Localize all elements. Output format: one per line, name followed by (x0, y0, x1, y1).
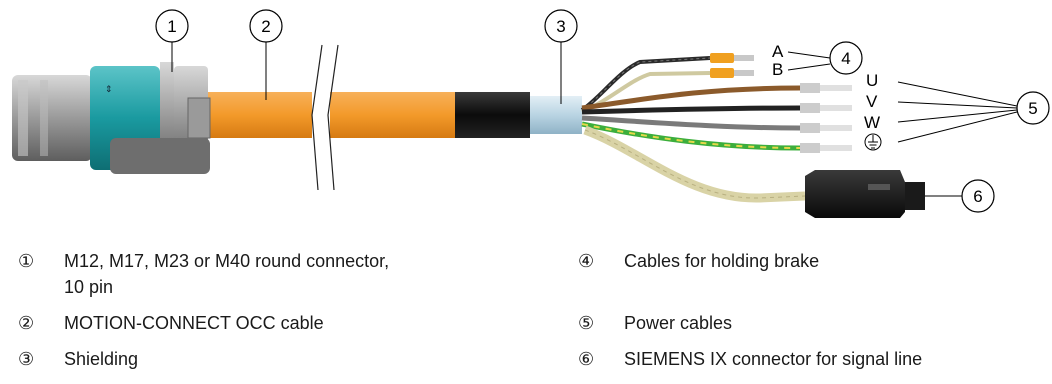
wire-label-v: V (866, 92, 878, 111)
legend-marker-5: ⑤ (578, 310, 594, 336)
shielding (455, 92, 582, 138)
legend-marker-2: ② (18, 310, 34, 336)
callout-2: 2 (250, 10, 282, 100)
legend-text-3: Shielding (64, 346, 138, 372)
legend-item-2: ② MOTION-CONNECT OCC cable (18, 310, 538, 336)
wire-label-b: B (772, 60, 783, 79)
legend-text-5: Power cables (624, 310, 732, 336)
callout-6: 6 (925, 180, 994, 212)
legend-item-3: ③ Shielding (18, 346, 538, 372)
legend-item-4: ④ Cables for holding brake (578, 248, 1038, 274)
svg-text:6: 6 (973, 187, 982, 206)
legend-text-1b: 10 pin (64, 274, 113, 300)
svg-text:5: 5 (1028, 99, 1037, 118)
svg-text:⇕: ⇕ (105, 84, 113, 94)
svg-text:2: 2 (261, 17, 270, 36)
ground-icon (865, 134, 881, 150)
power-wires (582, 83, 852, 153)
occ-cable (205, 92, 460, 138)
cable-diagram: ⇕ (0, 0, 1052, 220)
legend-item-5: ⑤ Power cables (578, 310, 1038, 336)
legend-item-6: ⑥ SIEMENS IX connector for signal line (578, 346, 1038, 372)
legend-text-2: MOTION-CONNECT OCC cable (64, 310, 324, 336)
svg-text:3: 3 (556, 17, 565, 36)
ix-connector (805, 170, 925, 218)
wire-label-w: W (864, 113, 880, 132)
legend-marker-1: ① (18, 248, 34, 274)
svg-text:1: 1 (167, 17, 176, 36)
legend-text-6: SIEMENS IX connector for signal line (624, 346, 922, 372)
callout-3: 3 (545, 10, 577, 104)
callout-4: 4 (788, 42, 862, 74)
callout-5: 5 (898, 82, 1049, 142)
wire-label-a: A (772, 42, 784, 61)
legend-text-1: M12, M17, M23 or M40 round connector, (64, 248, 389, 274)
round-connector: ⇕ (12, 62, 210, 174)
legend-text-4: Cables for holding brake (624, 248, 819, 274)
legend-marker-3: ③ (18, 346, 34, 372)
legend-marker-4: ④ (578, 248, 594, 274)
legend-marker-6: ⑥ (578, 346, 594, 372)
legend-item-1: ① M12, M17, M23 or M40 round connector, … (18, 248, 538, 300)
wire-label-u: U (866, 71, 878, 90)
svg-text:4: 4 (841, 49, 850, 68)
